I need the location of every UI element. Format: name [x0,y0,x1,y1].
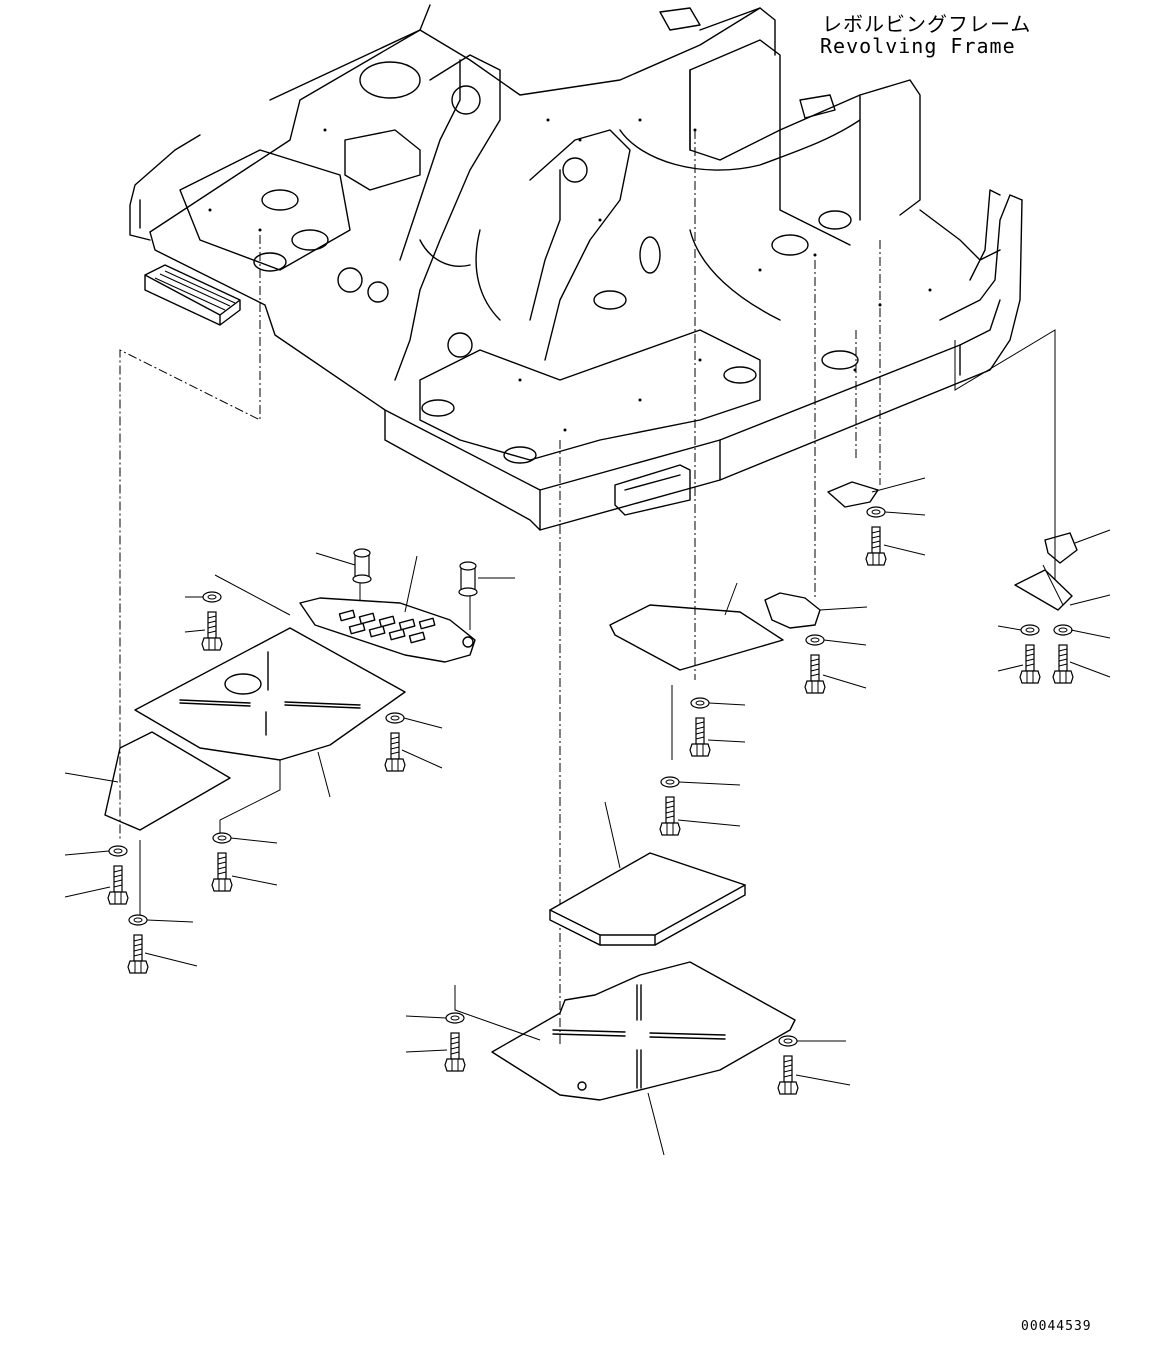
right-bracket [1014,532,1078,611]
left-undercover [134,627,406,761]
frame-title-english: Revolving Frame [820,34,1016,58]
drawing-reference-number: 00044539 [1021,1319,1092,1334]
center-plate [609,604,784,671]
left-grating-plate [299,597,476,663]
left-small-plate [104,731,231,831]
revolving-frame [129,4,1023,531]
insulation-pad [549,852,746,946]
installation-lines [119,130,1064,1045]
round-cover [764,592,821,629]
bottom-undercover [491,961,796,1101]
small-cover [827,481,879,508]
leader-lines [64,477,1111,1156]
frame-title-japanese: レボルビングフレーム [822,12,1032,36]
